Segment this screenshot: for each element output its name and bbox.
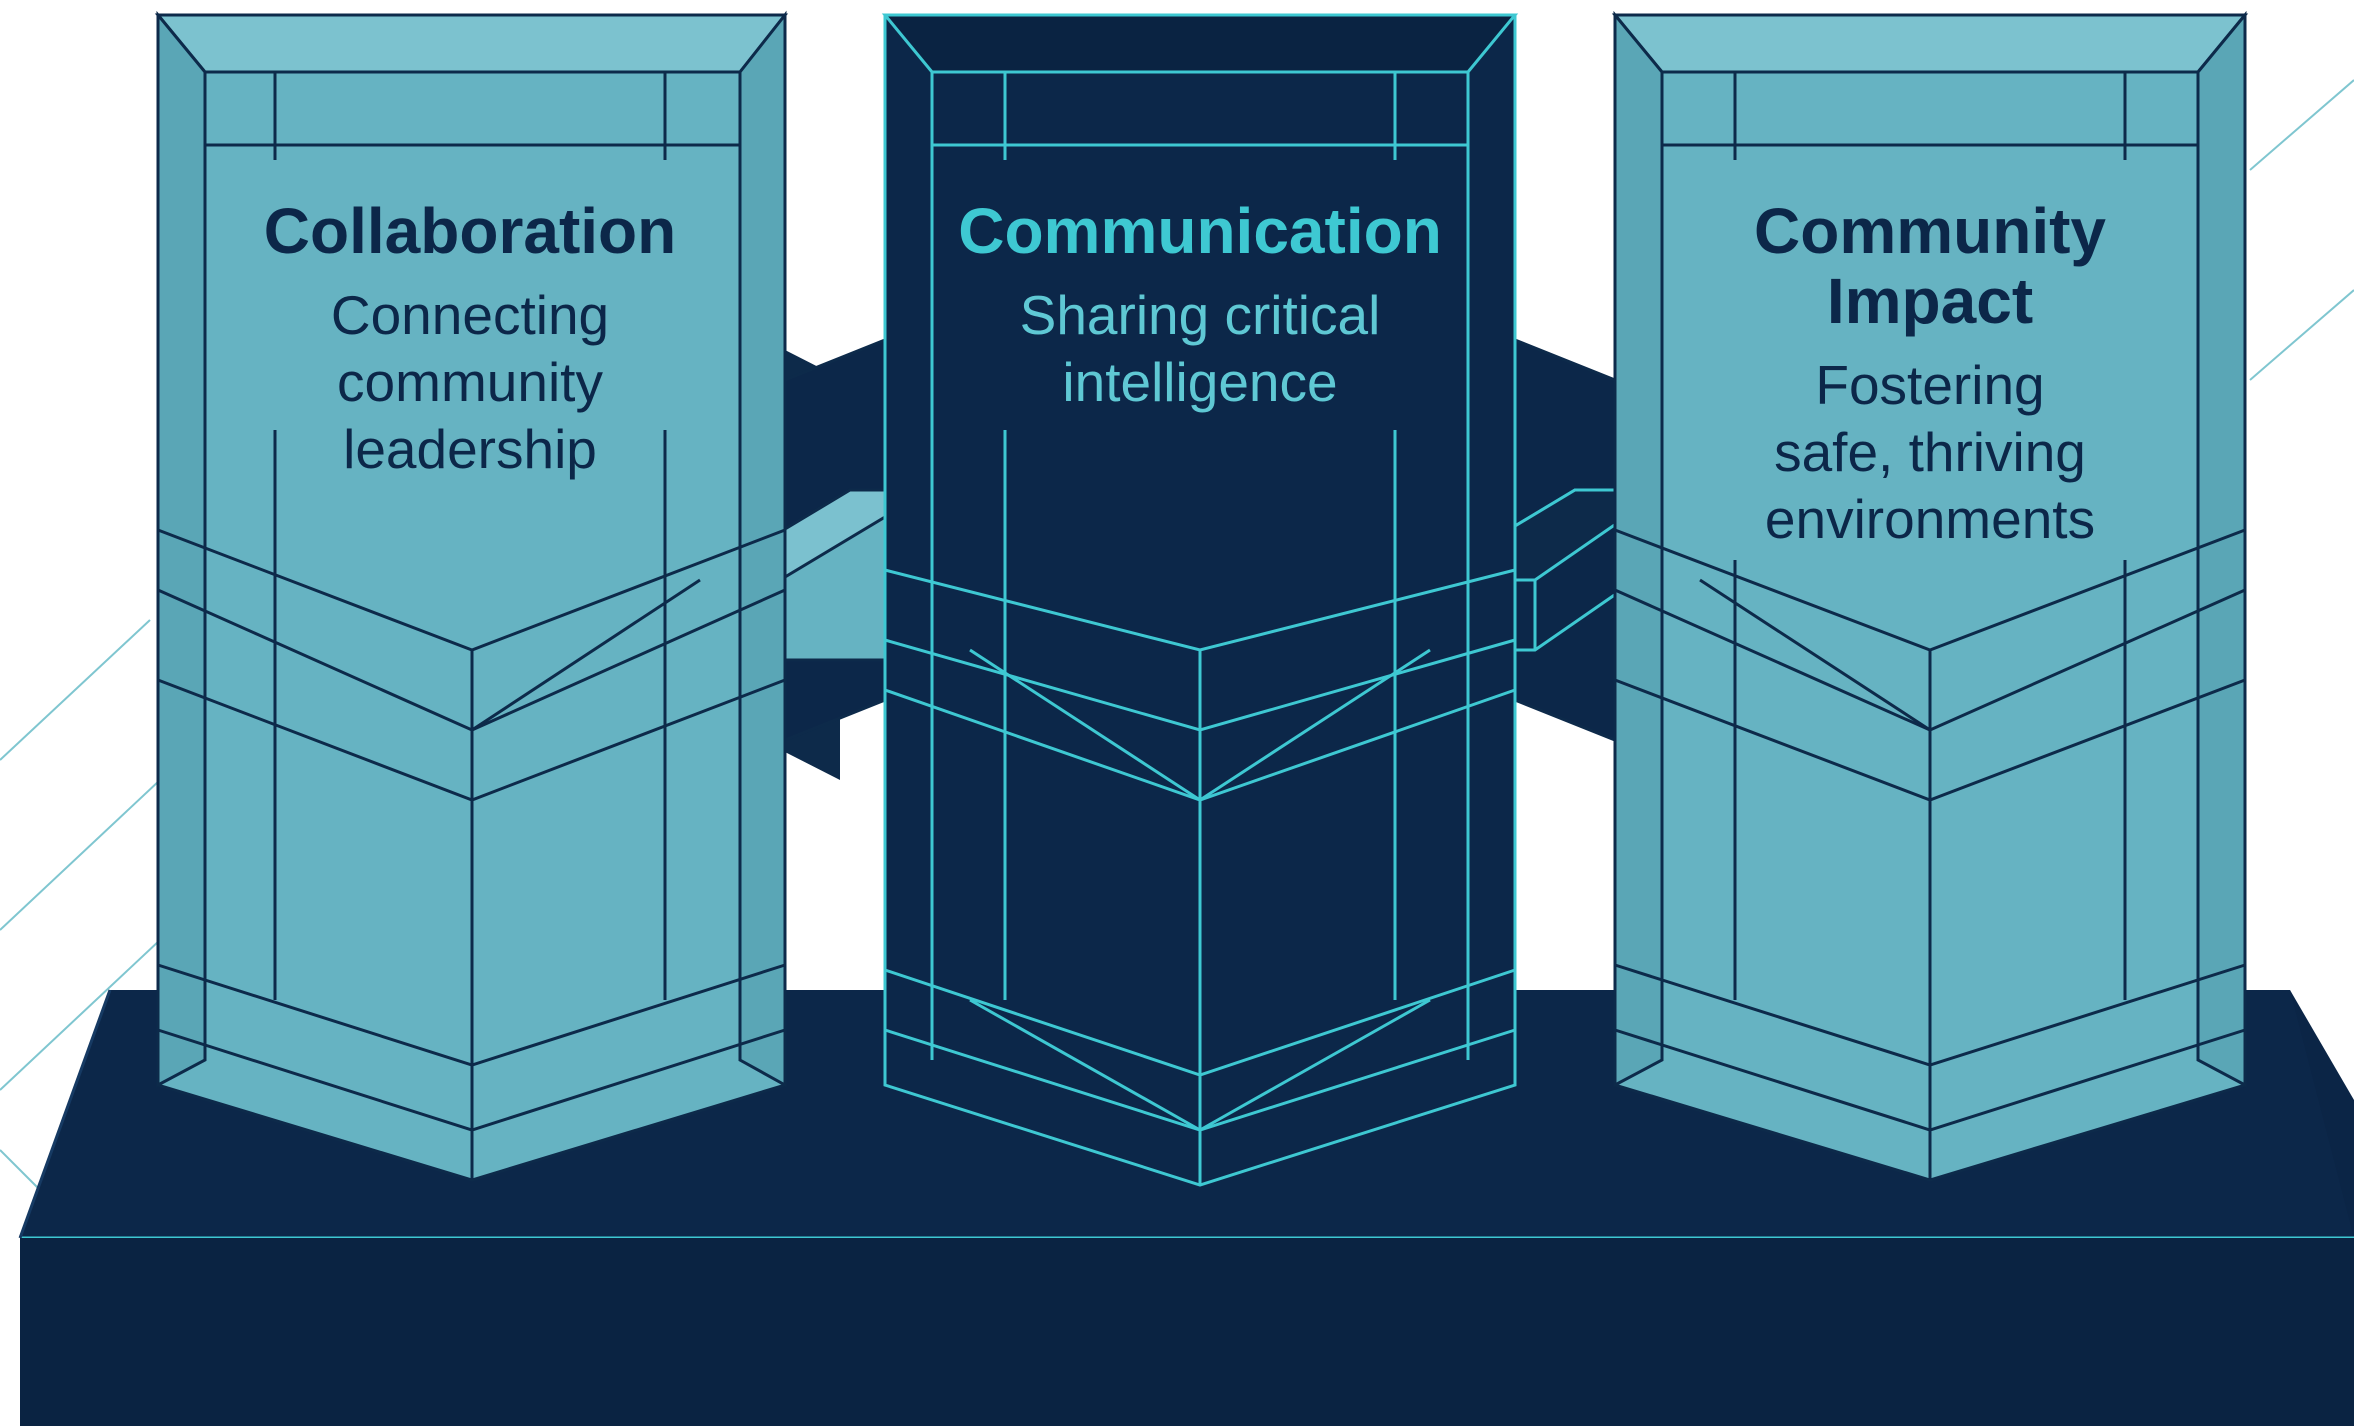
pillar-subtitle-collaboration: Connecting community leadership [330, 284, 610, 480]
pillar-title-communication: Communication [958, 195, 1442, 267]
pillar-label-community-impact: Community Impact Fostering safe, thrivin… [1620, 196, 2240, 553]
pillar-community-impact [1611, 10, 2249, 1182]
pillar-title-collaboration: Collaboration [263, 195, 677, 267]
pillar-subtitle-communication: Sharing critical intelligence [1019, 284, 1381, 413]
pillar-collaboration [154, 10, 789, 1182]
background-diagonal-lines [0, 79, 2354, 1191]
pillar-communication [881, 13, 1519, 1187]
pillar-title-community-impact: Community Impact [1754, 195, 2106, 337]
pillar-label-communication: Communication Sharing critical intellige… [880, 196, 1520, 416]
pillar-subtitle-community-impact: Fostering safe, thriving environments [1764, 354, 2096, 550]
pillar-label-collaboration: Collaboration Connecting community leade… [160, 196, 780, 483]
